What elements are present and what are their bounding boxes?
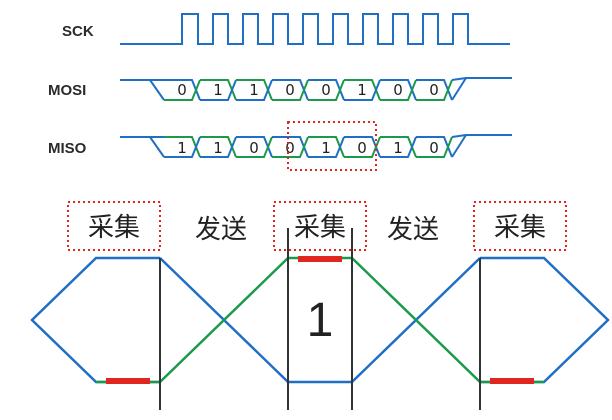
- zoom-green-cross-2: [351, 257, 544, 384]
- mosi-bit: 0: [285, 81, 295, 99]
- bus-tail: [451, 77, 467, 101]
- sck-waveform: [120, 13, 510, 45]
- phase-send-label: 发送: [387, 215, 439, 245]
- miso-waveform: [120, 134, 512, 158]
- bus-segment: [344, 79, 381, 101]
- sck-label: SCK: [62, 23, 94, 40]
- bus-lead-in: [120, 79, 165, 101]
- miso-highlight-box: [287, 121, 377, 171]
- bus-segment: [200, 79, 237, 101]
- bus-segment: [164, 136, 201, 158]
- mosi-bit: 1: [249, 81, 259, 99]
- bus-segment: [164, 79, 201, 101]
- bus-segment: [308, 79, 345, 101]
- miso-bit: 0: [357, 139, 367, 157]
- bus-segment: [236, 136, 273, 158]
- bus-tail: [451, 77, 512, 81]
- sample-box-3: [473, 201, 567, 251]
- bus-lead-in: [120, 136, 165, 158]
- phase-sample-label: 采集: [494, 213, 546, 243]
- miso-label: MISO: [48, 140, 87, 157]
- bus-tail: [451, 134, 467, 158]
- mosi-bit: 0: [429, 81, 439, 99]
- phase-sample-label: 采集: [294, 213, 346, 243]
- bus-segment: [272, 79, 309, 101]
- bus-segment: [380, 136, 417, 158]
- miso-bit: 0: [285, 139, 295, 157]
- phase-send-label: 发送: [195, 215, 247, 245]
- sample-box-1: [67, 201, 161, 251]
- zoom-blue-right: [480, 256, 610, 384]
- zoom-blue-left: [30, 256, 160, 384]
- miso-bit: 1: [321, 139, 331, 157]
- miso-bit: 0: [249, 139, 259, 157]
- bus-segment: [344, 136, 381, 158]
- bus-segment: [236, 79, 273, 101]
- mosi-label: MOSI: [48, 82, 86, 99]
- miso-bit: 1: [393, 139, 403, 157]
- miso-bit: 1: [213, 139, 223, 157]
- bus-segment: [200, 136, 237, 158]
- bus-segment: [416, 136, 453, 158]
- bus-segment: [416, 79, 453, 101]
- miso-bit: 0: [429, 139, 439, 157]
- mosi-waveform: [120, 77, 512, 101]
- bus-segment: [272, 136, 309, 158]
- mosi-bit: 1: [213, 81, 223, 99]
- mosi-bit: 0: [393, 81, 403, 99]
- bus-segment: [380, 79, 417, 101]
- phase-sample-label: 采集: [88, 213, 140, 243]
- mosi-bits: 0 1 1 0 0 1 0 0: [177, 81, 439, 99]
- sample-box-2: [273, 201, 367, 251]
- miso-bits: 1 1 0 0 1 0 1 0: [177, 139, 439, 157]
- mosi-bit: 0: [321, 81, 331, 99]
- sampled-bit-value: 1: [307, 294, 334, 347]
- bus-tail: [451, 134, 512, 138]
- zoom-blue-cross-1: [159, 257, 481, 384]
- mosi-bit: 1: [357, 81, 367, 99]
- bus-segment: [308, 136, 345, 158]
- miso-bit: 1: [177, 139, 187, 157]
- mosi-bit: 0: [177, 81, 187, 99]
